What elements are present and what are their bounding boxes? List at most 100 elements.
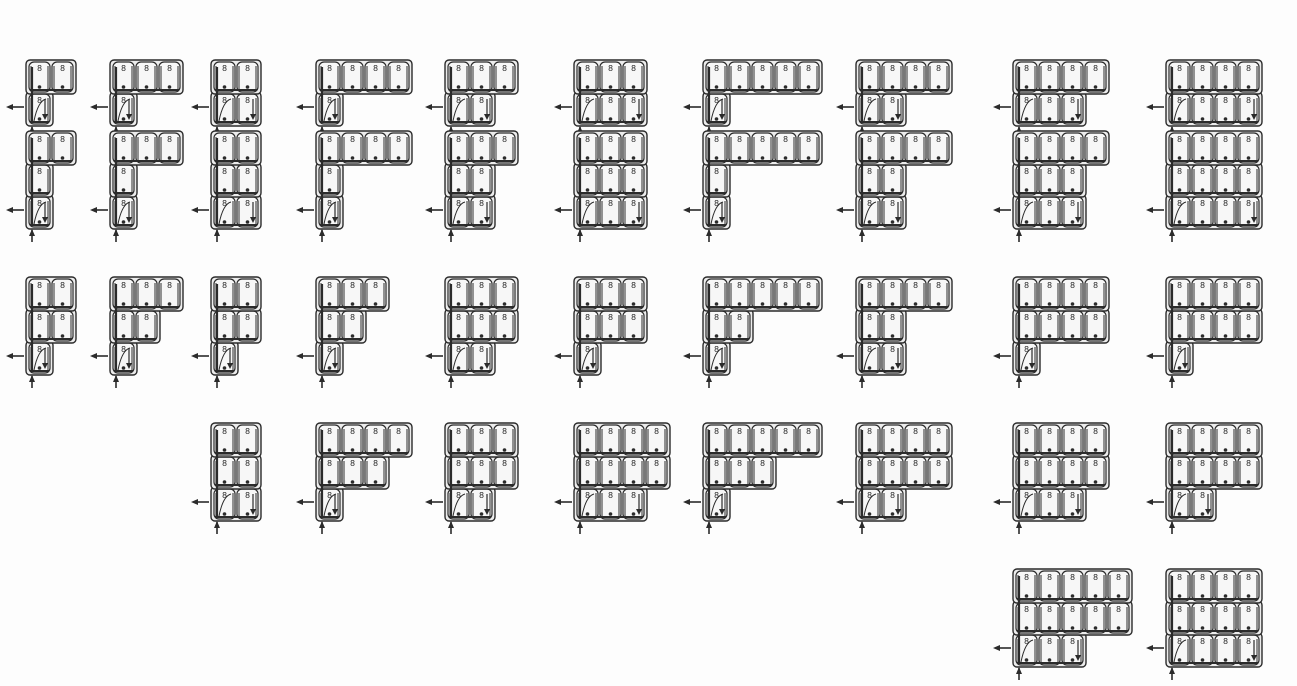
unit-node: [1071, 658, 1075, 662]
unit-node: [480, 302, 484, 306]
unit-node: [1048, 85, 1052, 89]
unit-label: 8: [608, 459, 613, 468]
exit-arrow-icon: [683, 104, 690, 110]
unit-label: 8: [479, 459, 484, 468]
unit-node: [374, 302, 378, 306]
unit-label: 8: [1047, 313, 1052, 322]
unit-label: 8: [867, 427, 872, 436]
unit-node: [246, 117, 250, 121]
unit-label: 8: [222, 167, 227, 176]
unit-node: [1224, 448, 1228, 452]
unit-label: 8: [245, 459, 250, 468]
unit-node: [891, 512, 895, 516]
unit-node: [715, 302, 719, 306]
configuration-panel: 888888: [191, 131, 261, 242]
unit-label: 8: [867, 64, 872, 73]
unit-label: 8: [245, 427, 250, 436]
unit-label: 8: [502, 427, 507, 436]
unit-node: [937, 480, 941, 484]
unit-node: [351, 480, 355, 484]
exit-arrow-icon: [6, 104, 13, 110]
unit-label: 8: [1093, 313, 1098, 322]
unit-node: [914, 302, 918, 306]
unit-label: 8: [1246, 281, 1251, 290]
exit-arrow-icon: [683, 207, 690, 213]
unit-label: 8: [890, 427, 895, 436]
unit-label: 8: [245, 491, 250, 500]
unit-node: [609, 117, 613, 121]
unit-node: [715, 117, 719, 121]
unit-label: 8: [867, 167, 872, 176]
unit-node: [761, 302, 765, 306]
unit-node: [632, 188, 636, 192]
exit-arrow-icon: [425, 353, 432, 359]
unit-node: [1025, 658, 1029, 662]
unit-node: [223, 156, 227, 160]
unit-node: [61, 156, 65, 160]
unit-node: [397, 156, 401, 160]
unit-label: 8: [806, 281, 811, 290]
unit-node: [868, 117, 872, 121]
unit-node: [1201, 448, 1205, 452]
unit-node: [1201, 156, 1205, 160]
unit-node: [122, 188, 126, 192]
unit-node: [1025, 512, 1029, 516]
unit-node: [891, 117, 895, 121]
exit-arrow-icon: [425, 499, 432, 505]
unit-label: 8: [479, 313, 484, 322]
unit-node: [868, 302, 872, 306]
unit-node: [1201, 480, 1205, 484]
unit-node: [328, 302, 332, 306]
exit-arrow-icon: [836, 207, 843, 213]
unit-label: 8: [1200, 605, 1205, 614]
unit-node: [1178, 85, 1182, 89]
unit-node: [761, 480, 765, 484]
unit-label: 8: [456, 313, 461, 322]
unit-label: 8: [1070, 605, 1075, 614]
unit-node: [1094, 302, 1098, 306]
unit-node: [38, 188, 42, 192]
unit-label: 8: [350, 281, 355, 290]
unit-node: [1178, 658, 1182, 662]
unit-node: [122, 156, 126, 160]
unit-label: 8: [1024, 637, 1029, 646]
unit-label: 8: [1116, 605, 1121, 614]
unit-node: [632, 117, 636, 121]
unit-label: 8: [760, 427, 765, 436]
configuration-panel: 88888: [296, 60, 412, 139]
unit-node: [38, 220, 42, 224]
unit-node: [586, 334, 590, 338]
unit-node: [328, 85, 332, 89]
unit-node: [914, 448, 918, 452]
unit-label: 8: [1223, 313, 1228, 322]
unit-node: [397, 85, 401, 89]
unit-label: 8: [913, 427, 918, 436]
unit-label: 8: [631, 135, 636, 144]
inlet-arrow-icon: [1016, 229, 1022, 236]
unit-node: [246, 480, 250, 484]
unit-node: [457, 188, 461, 192]
unit-label: 8: [222, 459, 227, 468]
unit-node: [1247, 658, 1251, 662]
exit-arrow-icon: [1146, 499, 1153, 505]
unit-label: 8: [585, 345, 590, 354]
unit-label: 8: [585, 459, 590, 468]
exit-arrow-icon: [296, 353, 303, 359]
unit-node: [937, 448, 941, 452]
unit-node: [122, 302, 126, 306]
exit-arrow-icon: [993, 645, 1000, 651]
unit-node: [1201, 512, 1205, 516]
unit-node: [61, 302, 65, 306]
unit-label: 8: [327, 427, 332, 436]
unit-label: 8: [60, 313, 65, 322]
unit-node: [1201, 626, 1205, 630]
unit-node: [1224, 480, 1228, 484]
unit-label: 8: [456, 199, 461, 208]
unit-label: 8: [167, 281, 172, 290]
unit-label: 8: [222, 427, 227, 436]
unit-node: [480, 85, 484, 89]
unit-node: [715, 480, 719, 484]
unit-label: 8: [1223, 427, 1228, 436]
exit-arrow-icon: [836, 499, 843, 505]
configuration-panel: 8888888: [554, 277, 647, 388]
